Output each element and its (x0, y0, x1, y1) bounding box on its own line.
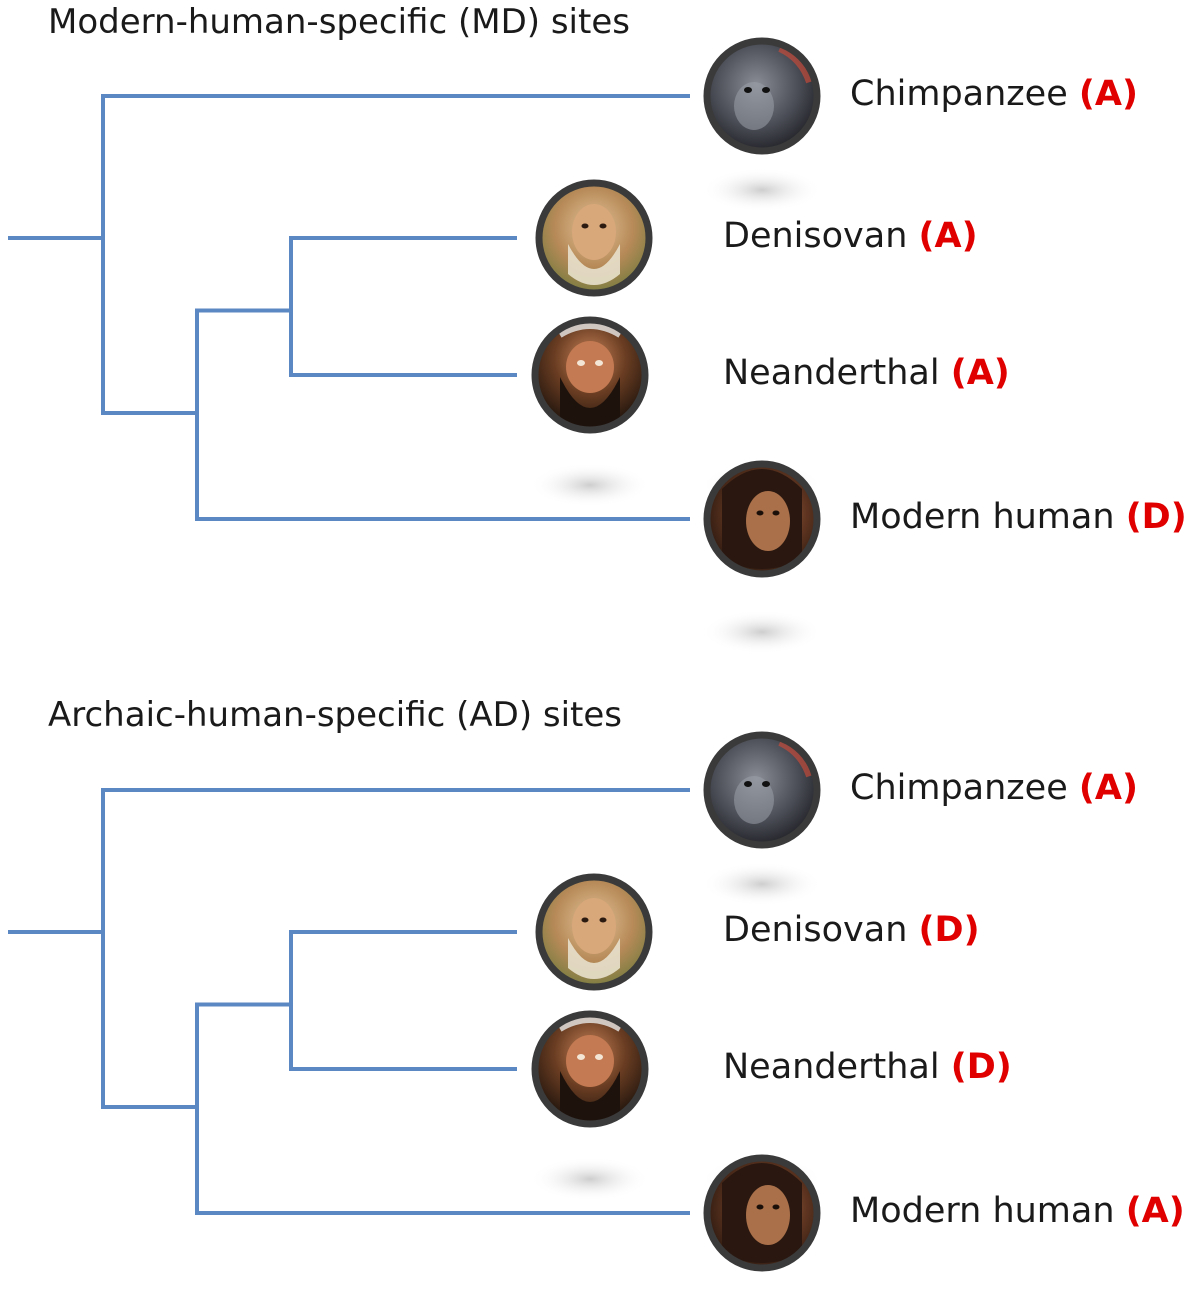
denisovan-portrait-icon (535, 179, 653, 297)
taxon-name: Modern human (850, 1191, 1115, 1231)
allele-state: (A) (1125, 1191, 1185, 1231)
taxon-name: Chimpanzee (850, 74, 1068, 114)
taxon-label: Denisovan (D) (723, 913, 980, 948)
taxon-name: Neanderthal (723, 1047, 940, 1087)
portrait-shadow (530, 1157, 650, 1201)
allele-state: (A) (1078, 74, 1138, 114)
tree-panel-1 (8, 37, 822, 654)
allele-state: (A) (1078, 768, 1138, 808)
taxon-name: Denisovan (723, 216, 908, 256)
taxon-label: Neanderthal (A) (723, 356, 1010, 391)
allele-state: (D) (950, 1047, 1012, 1087)
taxon-name: Neanderthal (723, 353, 940, 393)
portrait-shadow (702, 862, 822, 906)
denisovan-portrait-icon (535, 873, 653, 991)
taxon-label: Denisovan (A) (723, 219, 978, 254)
neanderthal-portrait-icon (531, 316, 649, 434)
allele-state: (A) (950, 353, 1010, 393)
allele-state: (D) (1125, 497, 1187, 537)
taxon-name: Chimpanzee (850, 768, 1068, 808)
taxon-label: Modern human (D) (850, 500, 1187, 535)
allele-state: (A) (918, 216, 978, 256)
chimpanzee-portrait-icon (703, 731, 821, 849)
panel-title: Modern-human-specific (MD) sites (48, 2, 630, 42)
taxon-label: Chimpanzee (A) (850, 77, 1138, 112)
portrait-shadow (702, 610, 822, 654)
taxon-label: Modern human (A) (850, 1194, 1185, 1229)
taxon-name: Denisovan (723, 910, 908, 950)
taxon-label: Neanderthal (D) (723, 1050, 1012, 1085)
taxon-label: Chimpanzee (A) (850, 771, 1138, 806)
allele-state: (D) (918, 910, 980, 950)
taxon-name: Modern human (850, 497, 1115, 537)
tree-panel-2 (8, 731, 822, 1272)
modern-human-portrait-icon (703, 1154, 821, 1272)
neanderthal-portrait-icon (531, 1010, 649, 1128)
portrait-shadow (530, 463, 650, 507)
portrait-shadow (702, 168, 822, 212)
panel-title: Archaic-human-specific (AD) sites (48, 695, 623, 735)
modern-human-portrait-icon (703, 460, 821, 578)
chimpanzee-portrait-icon (703, 37, 821, 155)
